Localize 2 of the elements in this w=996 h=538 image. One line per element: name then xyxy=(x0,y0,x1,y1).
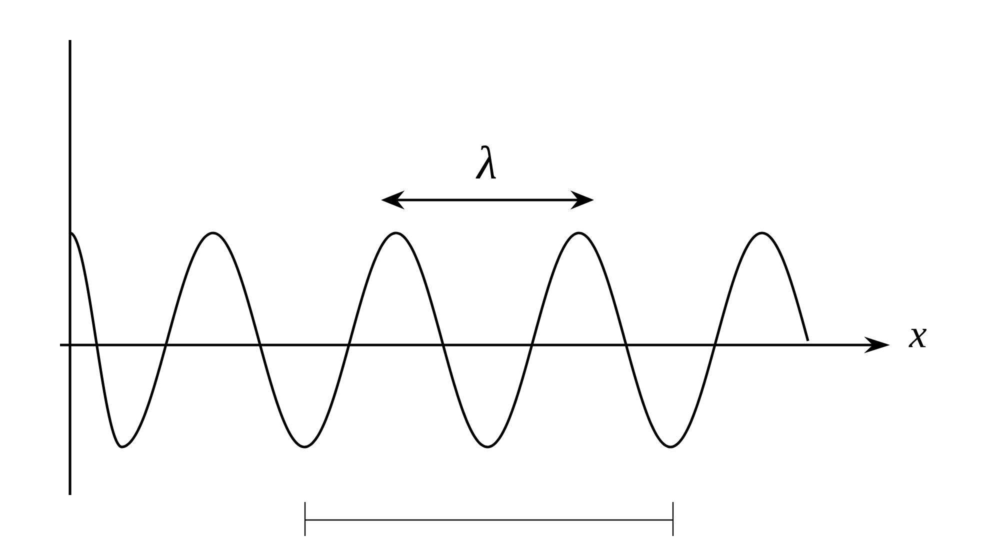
axis-label: x xyxy=(908,328,927,348)
axis-label: λ xyxy=(476,146,496,178)
